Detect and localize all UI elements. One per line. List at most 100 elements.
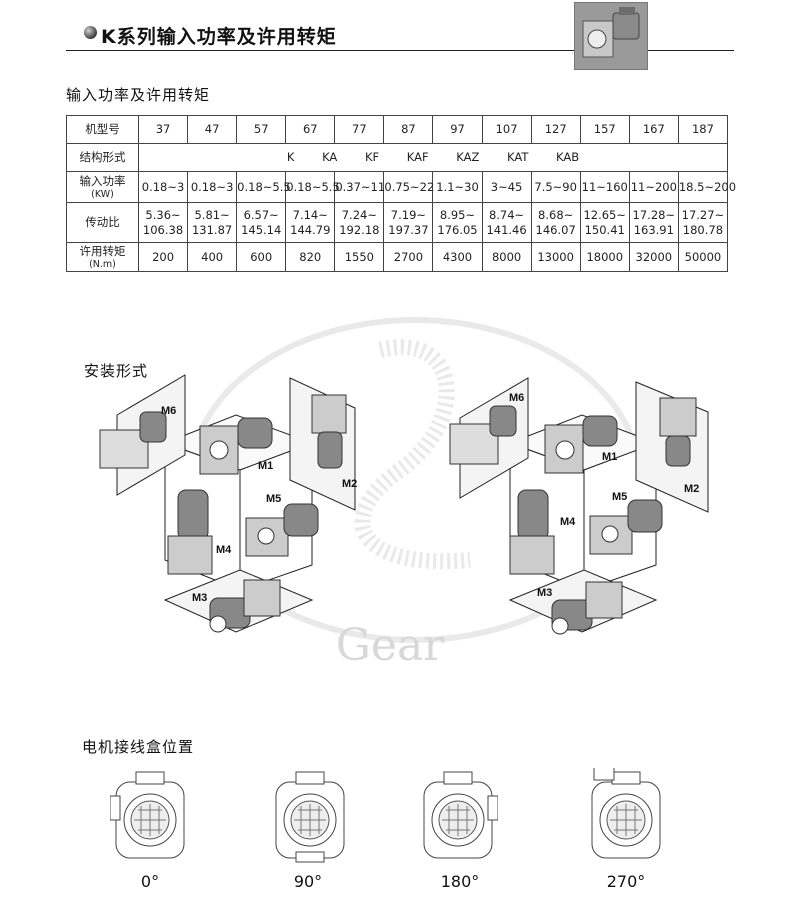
row-header-unit: (N.m) xyxy=(89,259,116,270)
table-cell: 200 xyxy=(137,242,189,272)
table-cell: 127 xyxy=(530,115,581,144)
table-cell: 5.81~131.87 xyxy=(187,202,238,243)
ratio-min: 8.74~ xyxy=(488,207,525,222)
ratio-max: 176.05 xyxy=(437,222,478,237)
table-row-torque: 许用转矩 (N.m) 200 400 600 820 1550 2700 430… xyxy=(66,242,729,272)
table-cell: 57 xyxy=(236,115,287,144)
header-rule xyxy=(66,50,734,51)
table-cell: 2700 xyxy=(383,242,434,272)
structure-type: KF xyxy=(364,150,380,164)
motor-end-view-icon xyxy=(275,771,345,863)
table-cell: 187 xyxy=(677,115,729,144)
motor-end-view-icon xyxy=(109,771,185,859)
table-row-ratio: 传动比 5.36~106.38 5.81~131.87 6.57~145.14 … xyxy=(66,202,729,243)
table-cell: 8.95~176.05 xyxy=(432,202,483,243)
table-cell: 5.36~106.38 xyxy=(137,202,189,243)
table-cell: 97 xyxy=(432,115,483,144)
bullet-icon xyxy=(84,26,97,39)
label-m2-right: M2 xyxy=(684,483,699,495)
table-row-structure: 结构形式 K KA KF KAF KAZ KAT KAB xyxy=(66,143,728,172)
table-cell: 11~160 xyxy=(579,171,630,203)
table-cell: 13000 xyxy=(530,242,581,272)
table-cell: 8.68~146.07 xyxy=(530,202,581,243)
ratio-min: 7.14~ xyxy=(292,207,328,222)
structure-type: KAB xyxy=(556,150,580,164)
row-header-label: 输入功率 xyxy=(79,174,126,188)
structure-type: K xyxy=(286,150,295,164)
wiring-section-title: 电机接线盒位置 xyxy=(82,738,195,756)
table-cell: 7.19~197.37 xyxy=(383,202,434,243)
ratio-max: 144.79 xyxy=(290,222,331,237)
gear-motor-photo-icon xyxy=(574,2,648,70)
row-header: 结构形式 xyxy=(66,143,139,172)
ratio-min: 5.81~ xyxy=(194,207,230,222)
label-m6-left: M6 xyxy=(161,405,176,417)
ratio-min: 17.28~ xyxy=(632,207,676,222)
table-cell: 0.37~11 xyxy=(334,171,385,203)
table-cell: 7.14~144.79 xyxy=(285,202,336,243)
ratio-min: 7.24~ xyxy=(341,207,377,222)
table-cell: 18.5~200 xyxy=(677,171,736,203)
ratio-max: 106.38 xyxy=(142,222,184,237)
gear-motor-icon xyxy=(311,394,347,469)
row-header: 输入功率 (KW) xyxy=(66,171,139,203)
table-cell: 11~200 xyxy=(628,171,679,203)
page-title: K系列输入功率及许用转矩 xyxy=(101,26,337,48)
table-cell: 0.18~3 xyxy=(137,171,189,203)
ratio-max: 131.87 xyxy=(191,222,233,237)
label-m3-left: M3 xyxy=(192,592,207,604)
label-m3-right: M3 xyxy=(537,587,552,599)
table-cell: 67 xyxy=(285,115,336,144)
structure-types-cell: K KA KF KAF KAZ KAT KAB xyxy=(138,143,728,172)
gear-motor-icon xyxy=(449,405,517,465)
table-cell: 157 xyxy=(579,115,630,144)
ratio-max: 197.37 xyxy=(388,222,429,237)
left-motors xyxy=(99,394,347,633)
row-header-unit: (KW) xyxy=(91,189,114,200)
table-cell: 820 xyxy=(285,242,336,272)
ratio-max: 146.07 xyxy=(535,222,576,237)
table-cell: 600 xyxy=(236,242,287,272)
table-cell: 8.74~141.46 xyxy=(481,202,532,243)
ratio-max: 180.78 xyxy=(682,222,724,237)
table-cell: 8000 xyxy=(481,242,532,272)
motor-end-view-icon xyxy=(591,765,661,859)
label-m4-left: M4 xyxy=(216,544,232,556)
table-cell: 7.24~192.18 xyxy=(334,202,385,243)
angle-label: 270° xyxy=(606,872,646,891)
table-cell: 107 xyxy=(481,115,532,144)
ratio-max: 150.41 xyxy=(584,222,625,237)
mounting-diagram: Gear M6 M1 M2 M5 M4 M3 xyxy=(99,317,709,671)
structure-type: KAT xyxy=(507,150,529,164)
gear-motor-icon xyxy=(199,417,273,475)
ratio-min: 6.57~ xyxy=(243,207,279,222)
ratio-min: 8.68~ xyxy=(538,207,574,222)
gear-motor-icon xyxy=(209,579,281,633)
structure-type: KAF xyxy=(406,150,429,164)
gear-motor-icon xyxy=(167,489,213,575)
ratio-max: 141.46 xyxy=(486,222,527,237)
ratio-min: 17.27~ xyxy=(681,207,725,222)
table-row-model: 机型号 37 47 57 67 77 87 97 107 127 157 167… xyxy=(66,115,729,144)
gear-motor-icon xyxy=(544,415,618,474)
row-header: 许用转矩 (N.m) xyxy=(66,242,139,272)
ratio-min: 8.95~ xyxy=(439,207,476,222)
motor-end-view-icon xyxy=(423,771,499,859)
table-cell: 77 xyxy=(334,115,385,144)
table-cell: 1550 xyxy=(334,242,385,272)
ratio-min: 7.19~ xyxy=(390,207,427,222)
gear-motor-icon xyxy=(245,503,319,557)
label-m1-right: M1 xyxy=(602,451,617,463)
table-cell: 37 xyxy=(137,115,189,144)
table-cell: 32000 xyxy=(628,242,679,272)
right-motors xyxy=(449,397,697,635)
table-cell: 7.5~90 xyxy=(530,171,581,203)
table-cell: 400 xyxy=(187,242,238,272)
table-cell: 12.65~150.41 xyxy=(579,202,630,243)
gear-motor-icon xyxy=(589,499,663,555)
table-section-title: 输入功率及许用转矩 xyxy=(66,86,211,104)
table-cell: 17.27~180.78 xyxy=(677,202,729,243)
wiring-position-90 xyxy=(270,768,350,868)
table-cell: 87 xyxy=(383,115,434,144)
table-cell: 47 xyxy=(187,115,238,144)
